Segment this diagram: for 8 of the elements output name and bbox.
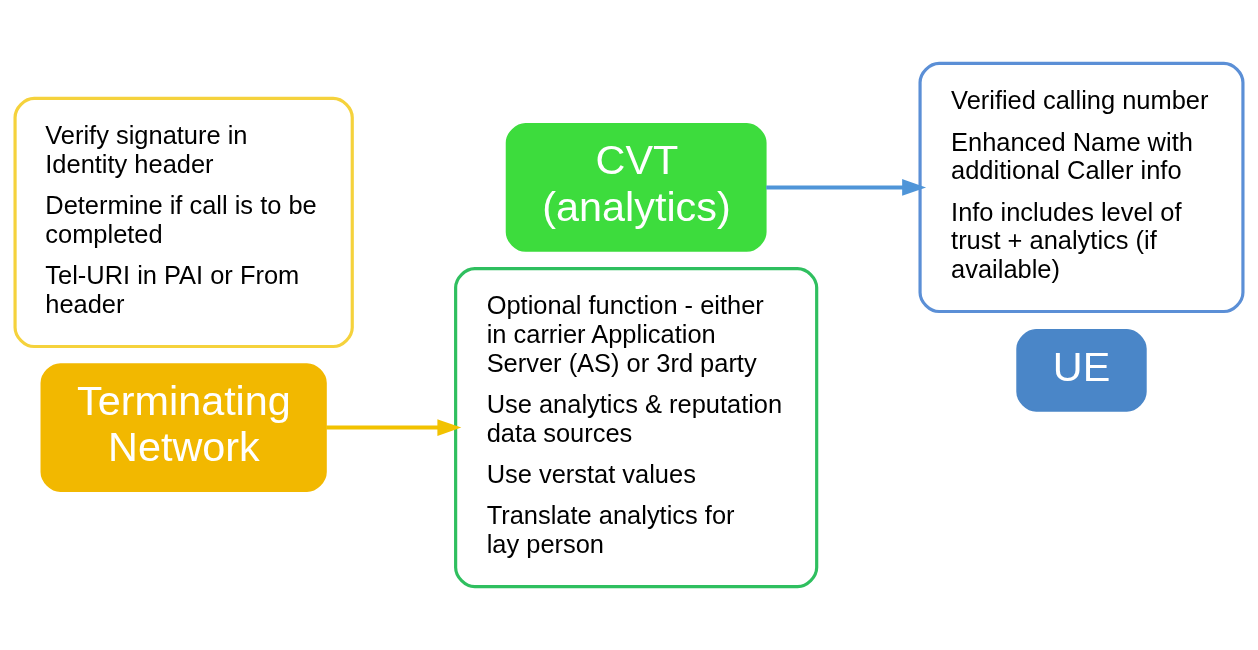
node-box: Verified calling number Enhanced Name with additional Caller info Info includes level of trust + analytics (if available) [918, 61, 1245, 314]
node-box: Verify signature in Identity header Determine if call is to be completed Tel-URI in PAI or From header [13, 96, 354, 349]
node-box: CVT (analytics) [505, 123, 767, 252]
node-box: Terminating Network [40, 363, 327, 492]
node-box: UE [1016, 328, 1147, 412]
arrow [326, 419, 462, 436]
arrow [766, 179, 927, 196]
node-box: Optional function - either in carrier Application Server (AS) or 3rd party Use analytics & reputation data sources Use verstat values Translate analytics for lay person [454, 266, 819, 589]
